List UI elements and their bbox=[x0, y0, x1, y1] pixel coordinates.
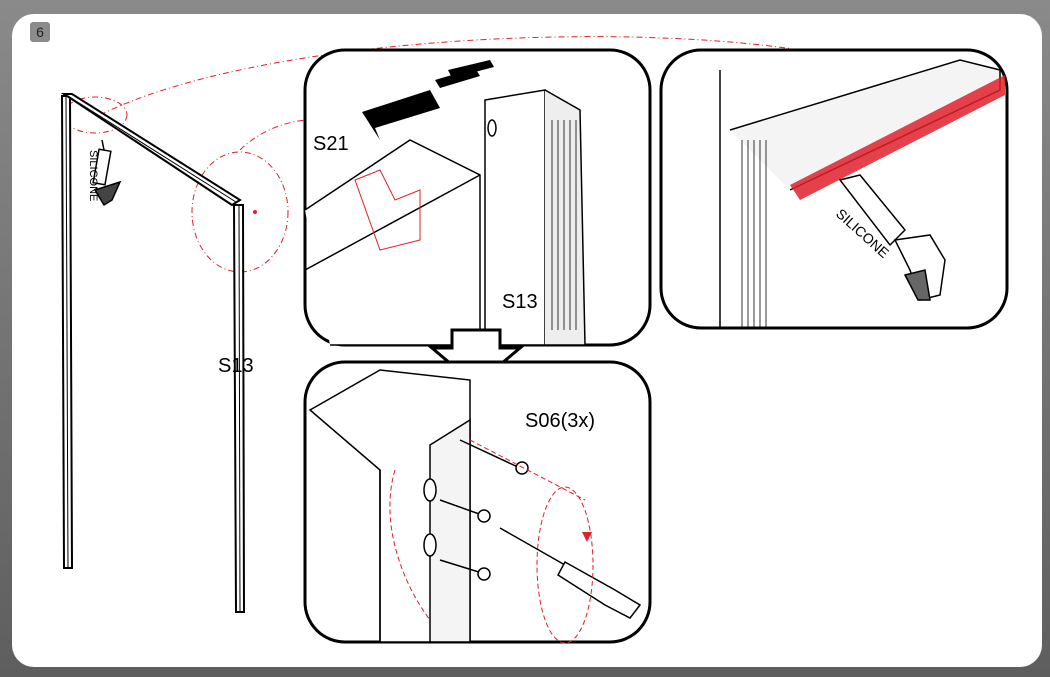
detail-panel-top-left bbox=[303, 48, 652, 347]
rotation-arrows bbox=[389, 439, 594, 644]
top-left-part-label: S21 bbox=[313, 133, 349, 155]
screw-icons bbox=[439, 439, 529, 581]
callout-curve-middle bbox=[239, 119, 311, 151]
detail-panel-bottom bbox=[303, 360, 652, 644]
callout-curve-top bbox=[99, 36, 801, 116]
silicone-gun-large-icon bbox=[838, 174, 946, 301]
step-number-badge: 6 bbox=[30, 22, 50, 42]
silicone-label-small: SILICONE bbox=[87, 150, 99, 201]
insert-arrow-icon bbox=[362, 90, 440, 140]
top-left-profile-label: S13 bbox=[502, 291, 538, 313]
screws-label: S06(3x) bbox=[525, 410, 595, 432]
callout-circle-joint bbox=[191, 151, 289, 273]
screwdriver-icon bbox=[499, 527, 642, 619]
silicone-gun-small-icon bbox=[92, 139, 122, 207]
overview-frame bbox=[60, 93, 257, 613]
overview-profile-label: S13 bbox=[218, 355, 254, 377]
detail-panel-top-right bbox=[659, 48, 1009, 330]
